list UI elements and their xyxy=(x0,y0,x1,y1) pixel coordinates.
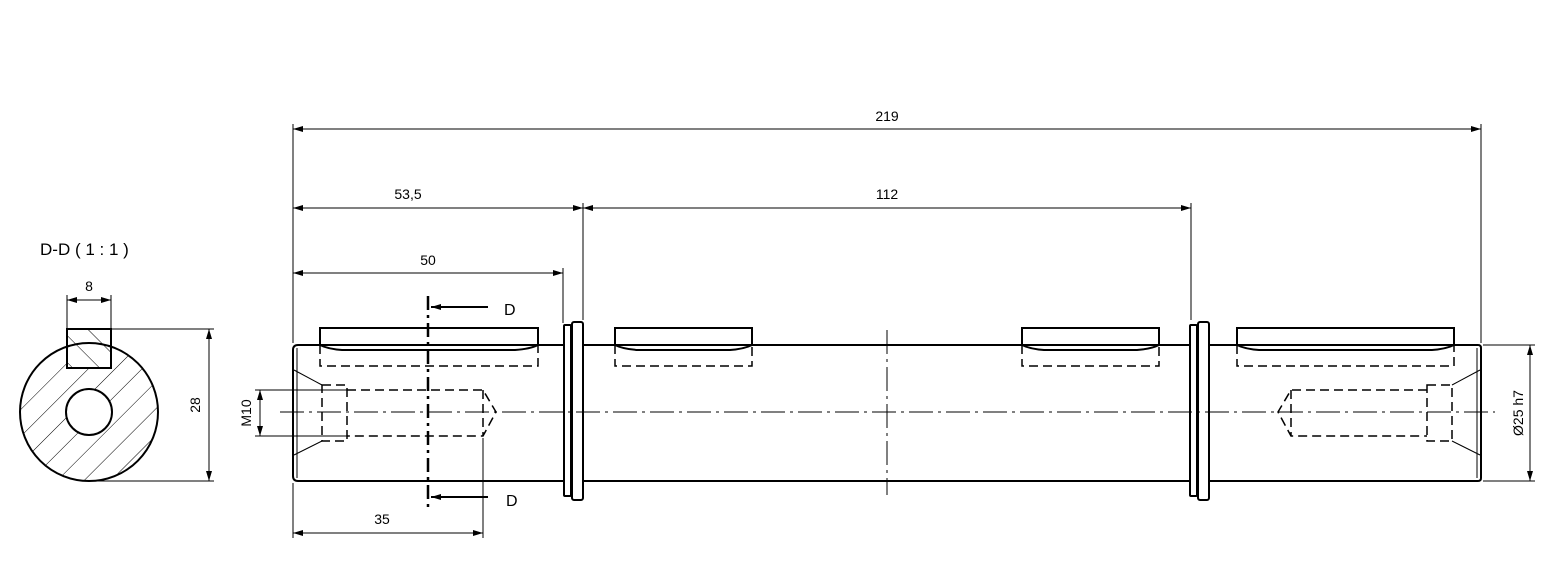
dimensions: 219 53,5 112 50 35 M10 Ø25 h7 xyxy=(238,108,1535,538)
section-title: D-D ( 1 : 1 ) xyxy=(40,240,129,259)
tapped-hole-left xyxy=(293,369,497,456)
ring-position-dim: 53,5 xyxy=(394,186,421,202)
ring-spacing-dim: 112 xyxy=(876,186,899,202)
thread-size-dim: M10 xyxy=(238,399,254,426)
key-width-dim: 8 xyxy=(85,278,93,294)
section-hatch xyxy=(20,343,158,481)
retaining-rings xyxy=(563,321,1210,501)
overall-length-dim: 219 xyxy=(875,108,899,124)
height-dim: 28 xyxy=(187,397,203,413)
diameter-dim: Ø25 h7 xyxy=(1510,390,1526,436)
section-label-top: D xyxy=(504,302,516,319)
section-view-d-d: D-D ( 1 : 1 ) 8 28 xyxy=(19,240,214,482)
keyway-length-dim: 50 xyxy=(420,252,436,268)
keyways xyxy=(319,327,1455,367)
thread-depth-dim: 35 xyxy=(374,511,390,527)
bore-outline xyxy=(65,388,113,436)
key-outline xyxy=(66,328,112,369)
shaft-body-outline xyxy=(292,344,1482,482)
section-cut-marker: D D xyxy=(426,296,518,512)
tapped-hole-right xyxy=(1277,369,1481,456)
shaft-main-view: D D 219 53,5 112 50 35 M10 xyxy=(238,108,1535,538)
section-label-bottom: D xyxy=(506,493,518,510)
shaft-section-outline xyxy=(19,342,159,482)
